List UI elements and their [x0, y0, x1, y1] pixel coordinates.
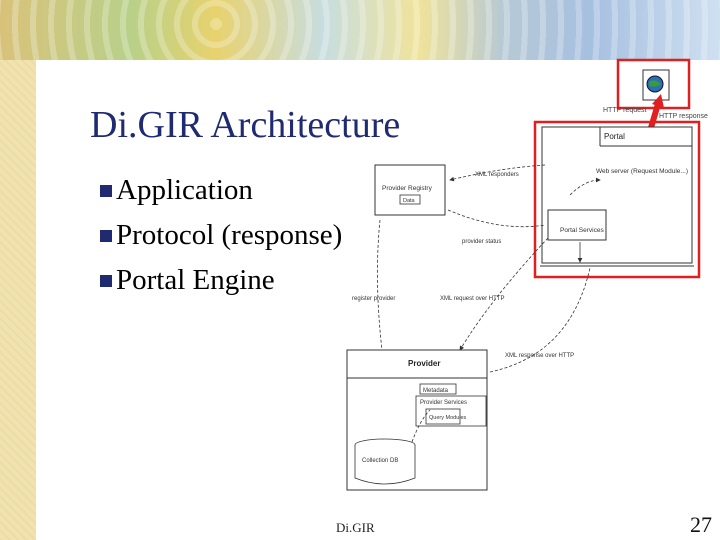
xml-response-label: XML response over HTTP	[505, 353, 574, 359]
http-response-label: HTTP response	[659, 113, 708, 120]
provider-status-label: provider status	[462, 239, 501, 245]
slide-title: Di.GIR Architecture	[90, 104, 401, 146]
portal-box	[541, 126, 693, 264]
portal-label: Portal	[604, 132, 625, 141]
provider-services-label: Provider Services	[420, 400, 467, 406]
provider-box	[346, 349, 488, 491]
registry-data-box	[399, 194, 421, 205]
connector-register-provider	[377, 219, 383, 351]
connector-portal-internal	[569, 177, 601, 196]
globe-client-icon	[642, 69, 670, 101]
metadata-box	[419, 383, 457, 395]
bullet-square-icon	[100, 230, 112, 242]
client-highlight-box	[616, 58, 691, 110]
provider-registry-label: Provider Registry	[382, 185, 433, 192]
connector-db-query	[411, 409, 431, 443]
provider-label: Provider	[408, 359, 440, 368]
portal-modules-label: Web server (Request Module...)	[596, 168, 688, 175]
connector-xml-responders	[449, 164, 546, 182]
xml-request-label: XML request over HTTP	[440, 296, 504, 302]
bullet-item-application: Application	[100, 168, 342, 213]
decorative-banner	[0, 0, 720, 60]
database-icon	[354, 438, 416, 485]
bullet-list: Application Protocol (response) Portal E…	[100, 168, 342, 303]
portal-highlight-box	[533, 120, 701, 279]
query-modules-label: Query Modules	[429, 415, 467, 421]
metadata-label: Metadata	[423, 388, 449, 394]
collection-db-label: Collection DB	[362, 458, 398, 464]
portal-services-box	[547, 209, 607, 241]
bullet-square-icon	[100, 275, 112, 287]
bullet-square-icon	[100, 185, 112, 197]
query-modules-box	[425, 408, 461, 425]
http-request-label: HTTP request	[603, 107, 646, 114]
provider-registry-box	[374, 164, 446, 216]
connector-provider-status	[447, 209, 546, 228]
register-provider-label: register provider	[352, 296, 395, 302]
bullet-text: Application	[116, 174, 253, 206]
bullet-item-portal-engine: Portal Engine	[100, 258, 342, 303]
xml-responders-label: XML responders	[475, 172, 519, 178]
red-arrow-head	[652, 94, 664, 108]
registry-data-label: Data	[403, 198, 416, 204]
portal-services-label: Portal Services	[560, 227, 604, 234]
bullet-item-protocol: Protocol (response)	[100, 213, 342, 258]
bullet-text: Protocol (response)	[116, 219, 343, 251]
page-number: 27	[690, 512, 712, 537]
bullet-text: Portal Engine	[116, 264, 275, 296]
slide-footer: Di.GIR	[336, 520, 375, 535]
